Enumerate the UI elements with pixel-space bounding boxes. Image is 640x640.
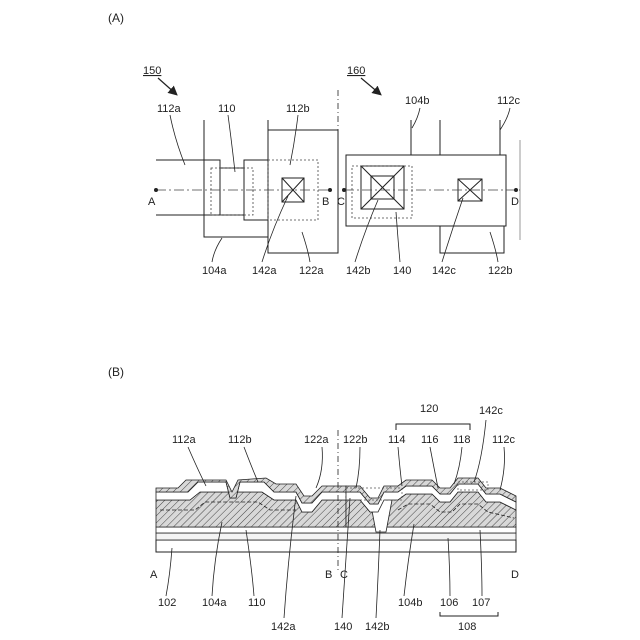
label-point-a-b: A <box>150 569 158 581</box>
label-104a-b: 104a <box>202 597 227 609</box>
leader-lines-a <box>170 108 510 262</box>
ref-150-arrow <box>158 78 176 94</box>
label-116: 116 <box>421 434 439 446</box>
label-140-b: 140 <box>334 621 352 633</box>
label-110-b: 110 <box>248 597 266 609</box>
label-112a-top-b: 112a <box>172 434 197 446</box>
label-108: 108 <box>458 621 476 633</box>
label-point-b-b: B <box>325 569 332 581</box>
label-122a-top-b: 122a <box>304 434 329 446</box>
label-142c-bottom: 142c <box>432 265 456 277</box>
label-point-c-b: C <box>340 569 348 581</box>
point-a-dot <box>154 188 158 192</box>
label-point-a: A <box>148 196 156 208</box>
label-140-bottom: 140 <box>393 265 411 277</box>
ref-160-label: 160 <box>347 65 365 77</box>
panel-b: (B) 120 142c 112a 112b 12 <box>108 365 519 633</box>
label-142b-bottom: 142b <box>346 265 370 277</box>
label-120: 120 <box>420 403 438 415</box>
point-d-dot <box>514 188 518 192</box>
label-point-b: B <box>322 196 329 208</box>
label-107: 107 <box>472 597 490 609</box>
label-104b-top: 104b <box>405 95 429 107</box>
panel-b-label: (B) <box>108 365 124 379</box>
label-114: 114 <box>388 434 406 446</box>
label-point-d: D <box>511 196 519 208</box>
ref-150-label: 150 <box>143 65 161 77</box>
label-142a-bottom: 142a <box>252 265 277 277</box>
ref-160-arrow <box>361 78 380 94</box>
label-104a-bottom: 104a <box>202 265 227 277</box>
label-122b-top-b: 122b <box>343 434 367 446</box>
brace-108 <box>440 612 498 616</box>
label-110-top: 110 <box>218 103 236 115</box>
label-112a-top: 112a <box>157 103 182 115</box>
panel-a-label: (A) <box>108 11 124 25</box>
label-112b-top: 112b <box>286 103 310 115</box>
point-b-dot <box>328 188 332 192</box>
label-point-d-b: D <box>511 569 519 581</box>
label-104b-b: 104b <box>398 597 422 609</box>
label-112b-top-b: 112b <box>228 434 252 446</box>
label-142b-b: 142b <box>365 621 389 633</box>
label-112c-top-b: 112c <box>492 434 516 446</box>
label-106: 106 <box>440 597 458 609</box>
label-122a-bottom: 122a <box>299 265 324 277</box>
label-142c-top: 142c <box>479 405 503 417</box>
insulator-107 <box>156 527 516 533</box>
substrate-102 <box>156 540 516 552</box>
label-118: 118 <box>453 434 471 446</box>
point-c-dot <box>342 188 346 192</box>
label-102: 102 <box>158 597 176 609</box>
layout-a-shapes <box>156 120 520 253</box>
label-point-c: C <box>337 196 345 208</box>
panel-a: (A) 150 160 <box>108 11 521 277</box>
insulator-106 <box>156 533 516 540</box>
brace-120 <box>396 424 470 430</box>
label-142a-b: 142a <box>271 621 296 633</box>
label-122b-bottom: 122b <box>488 265 512 277</box>
label-112c-top: 112c <box>497 95 521 107</box>
